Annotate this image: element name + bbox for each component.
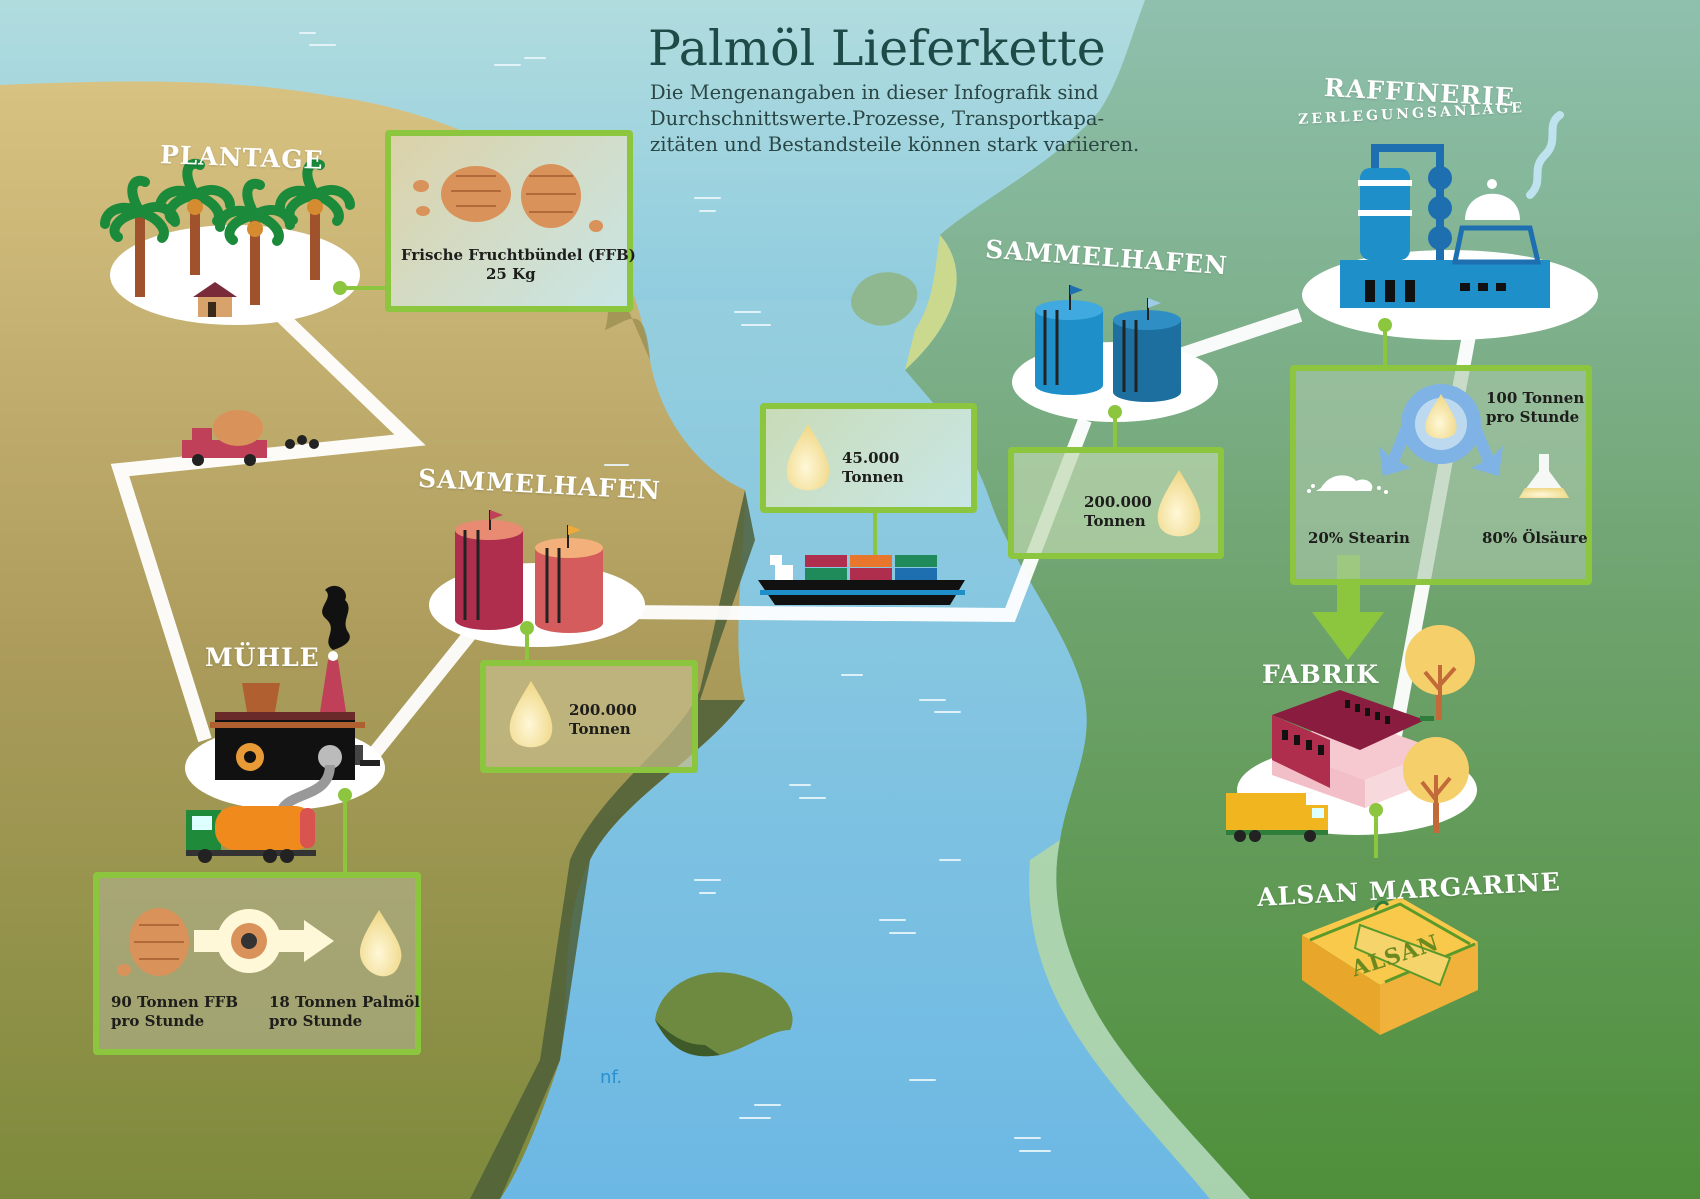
refinery-rate: 100 Tonnen [1486, 389, 1585, 407]
palm-fruit-icon [413, 164, 603, 232]
label-fabrik: FABRIK [1262, 660, 1380, 689]
port1-unit: Tonnen [569, 720, 631, 738]
info-box-mill: 90 Tonnen FFB pro Stunde 18 Tonnen Palmö… [93, 872, 421, 1055]
info-box-port2: 200.000 Tonnen [1008, 447, 1224, 559]
oil-drop-icon [1157, 470, 1201, 537]
mill-output-unit: pro Stunde [269, 1012, 363, 1030]
port1-volume: 200.000 [569, 701, 637, 719]
oelsaeure-share: 80% Ölsäure [1482, 529, 1588, 547]
oil-drop-icon [509, 681, 553, 748]
palm-trees [100, 158, 355, 317]
label-muehle: MÜHLE [205, 643, 320, 672]
refinery-plant [1340, 111, 1564, 308]
stearin-share: 20% Stearin [1308, 529, 1410, 547]
ship-volume: 45.000 [842, 449, 900, 467]
container-ship [758, 555, 965, 605]
oil-drop-icon [786, 424, 830, 491]
pickup-truck [182, 410, 319, 466]
island-small [851, 272, 918, 326]
ship-unit: Tonnen [842, 468, 904, 486]
page-subtitle: Die Mengenangaben in dieser Infografik s… [650, 81, 1140, 156]
mill-input-rate: 90 Tonnen FFB [111, 993, 239, 1011]
down-arrow [1312, 555, 1384, 660]
factory-trees [1403, 625, 1475, 833]
hut [193, 282, 237, 317]
tank-truck [186, 806, 316, 863]
mill-building [210, 585, 380, 817]
refinery-split-icons [1307, 384, 1569, 498]
label-plantage: PLANTAGE [159, 140, 325, 175]
island-large [655, 972, 793, 1057]
ffb-weight: 25 Kg [486, 265, 536, 283]
page-title: Palmöl Lieferkette [648, 20, 1106, 77]
tanks-port1 [455, 510, 603, 633]
info-box-port1: 200.000 Tonnen [480, 660, 698, 773]
mill-input-unit: pro Stunde [111, 1012, 205, 1030]
refinery-rate-unit: pro Stunde [1486, 408, 1580, 426]
port2-unit: Tonnen [1084, 512, 1146, 530]
info-box-ffb: Frische Fruchtbündel (FFB) 25 Kg [385, 130, 636, 312]
ffb-label: Frische Fruchtbündel (FFB) [401, 246, 636, 264]
info-box-refinery: 100 Tonnen pro Stunde 20% Stearin 80% Öl… [1290, 365, 1592, 585]
tanks-port2 [1035, 285, 1181, 402]
info-box-ship: 45.000 Tonnen [760, 403, 977, 513]
credit-mark: nf. [600, 1067, 623, 1088]
water-ripples [299, 32, 1051, 1152]
port2-volume: 200.000 [1084, 493, 1152, 511]
mill-output-rate: 18 Tonnen Palmöl [269, 993, 420, 1011]
delivery-truck [1226, 793, 1328, 842]
mill-process-icons [117, 908, 402, 977]
margarine-pack [1302, 897, 1478, 1035]
